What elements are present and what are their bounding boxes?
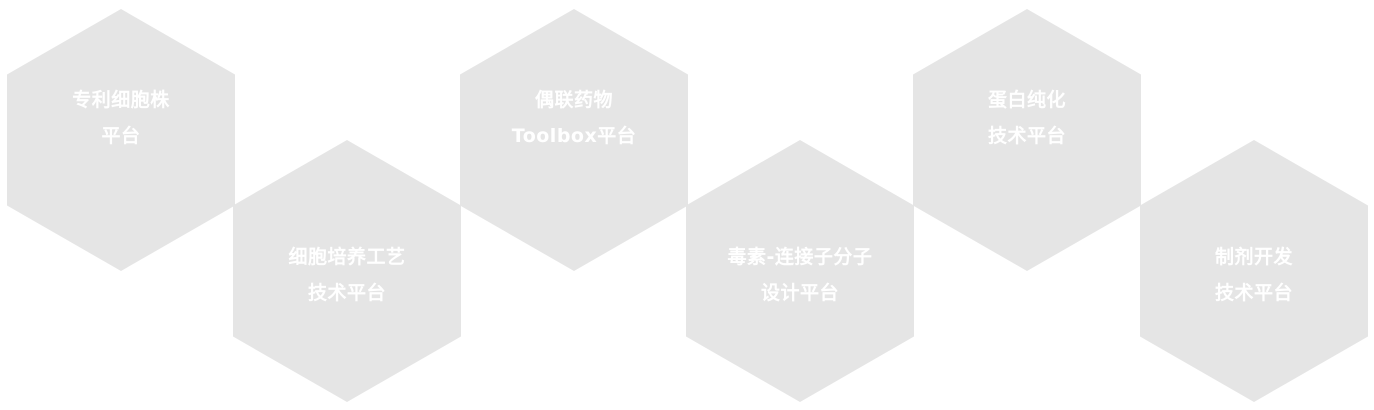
platform-hexagon-protein-purification[interactable]: 蛋白纯化 技术平台 bbox=[913, 9, 1141, 271]
platform-label: 偶联药物 Toolbox平台 bbox=[512, 82, 636, 154]
platform-label: 专利细胞株 平台 bbox=[72, 82, 170, 154]
platform-label-line1: 细胞培养工艺 bbox=[288, 246, 406, 268]
platform-label-line2: 技术平台 bbox=[307, 282, 386, 304]
platform-label-line1: 偶联药物 bbox=[534, 89, 613, 111]
platform-label: 制剂开发 技术平台 bbox=[1215, 239, 1293, 311]
platform-label-line1: 制剂开发 bbox=[1214, 246, 1293, 268]
platform-label-line2: 技术平台 bbox=[1214, 282, 1293, 304]
platform-label: 蛋白纯化 技术平台 bbox=[988, 82, 1066, 154]
platform-label-line2: 技术平台 bbox=[987, 125, 1066, 147]
platform-label-line2: 平台 bbox=[101, 125, 141, 147]
platform-label-line1: 毒素-连接子分子 bbox=[727, 246, 873, 268]
platform-hexagon-cell-culture[interactable]: 细胞培养工艺 技术平台 bbox=[233, 140, 461, 402]
platform-label: 细胞培养工艺 技术平台 bbox=[288, 239, 405, 311]
platform-hexagon-cell-line[interactable]: 专利细胞株 平台 bbox=[7, 9, 235, 271]
platform-hexagon-conjugate-toolbox[interactable]: 偶联药物 Toolbox平台 bbox=[460, 9, 688, 271]
platform-label: 毒素-连接子分子 设计平台 bbox=[728, 239, 873, 311]
platform-label-line2: 设计平台 bbox=[760, 282, 839, 304]
platform-hexagon-formulation[interactable]: 制剂开发 技术平台 bbox=[1140, 140, 1368, 402]
platform-label-line1: 蛋白纯化 bbox=[987, 89, 1066, 111]
platform-hexagon-toxin-linker[interactable]: 毒素-连接子分子 设计平台 bbox=[686, 140, 914, 402]
platform-label-line1: 专利细胞株 bbox=[72, 89, 170, 111]
platform-label-line2: Toolbox平台 bbox=[511, 125, 637, 147]
